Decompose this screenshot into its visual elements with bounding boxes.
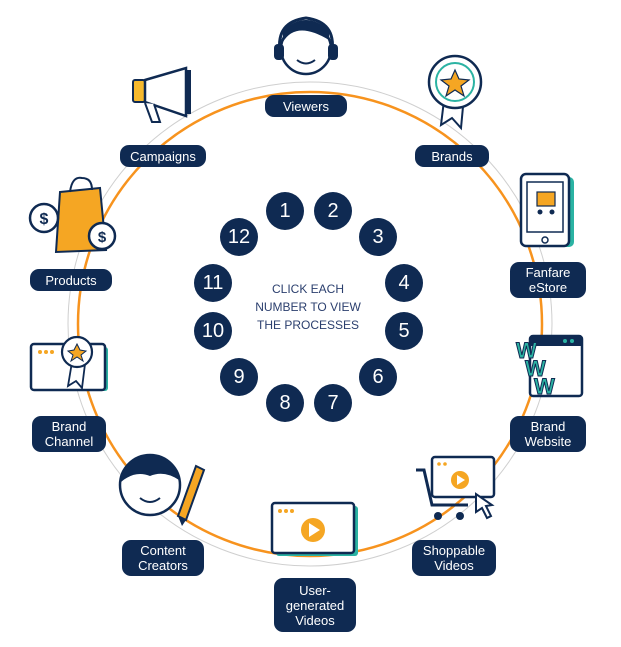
svg-text:W: W	[516, 338, 537, 363]
step-button-11[interactable]: 11	[194, 264, 232, 302]
node-shoppable-videos-line2: Videos	[434, 558, 474, 573]
step-button-8[interactable]: 8	[266, 384, 304, 422]
node-user-generated-videos-line3: Videos	[295, 612, 335, 628]
channel-badge-icon[interactable]	[29, 335, 108, 392]
node-brand-website-line2: Website	[524, 434, 572, 449]
node-campaigns[interactable]: Campaigns	[120, 145, 206, 167]
shopping-bag-icon[interactable]: $ $	[28, 176, 117, 254]
step-button-1[interactable]: 1	[266, 192, 304, 230]
node-shoppable-videos[interactable]: Shoppable Videos	[412, 540, 496, 576]
node-user-generated-videos-line2: generated	[285, 597, 345, 613]
center-instruction: CLICK EACH NUMBER TO VIEW THE PROCESSES	[238, 280, 378, 334]
node-fanfare-estore[interactable]: Fanfare eStore	[510, 262, 586, 298]
node-brand-channel-line1: Brand	[51, 419, 87, 434]
node-shoppable-videos-line1: Shoppable	[422, 543, 486, 558]
headphones-face-icon[interactable]	[274, 16, 338, 76]
megaphone-icon[interactable]	[132, 66, 191, 123]
center-instruction-line1: CLICK EACH	[271, 282, 345, 296]
node-fanfare-estore-line2: eStore	[528, 280, 568, 295]
cart-video-icon[interactable]	[416, 455, 496, 520]
phone-cart-icon[interactable]	[519, 172, 574, 248]
node-brands[interactable]: Brands	[415, 145, 489, 167]
center-instruction-line3: THE PROCESSES	[256, 318, 360, 332]
node-content-creators[interactable]: Content Creators	[122, 540, 204, 576]
step-button-3[interactable]: 3	[359, 218, 397, 256]
outer-ring	[67, 81, 553, 567]
node-campaigns-label: Campaigns	[130, 148, 196, 164]
svg-text:$: $	[40, 211, 49, 228]
node-brand-website[interactable]: Brand Website	[510, 416, 586, 452]
step-button-7[interactable]: 7	[314, 384, 352, 422]
www-browser-icon[interactable]: W W W	[516, 334, 584, 400]
step-button-2[interactable]: 2	[314, 192, 352, 230]
center-instruction-line2: NUMBER TO VIEW	[255, 300, 361, 314]
step-button-4[interactable]: 4	[385, 264, 423, 302]
node-brand-website-line1: Brand	[530, 419, 566, 434]
creator-pen-icon[interactable]	[118, 453, 206, 526]
step-button-9[interactable]: 9	[220, 358, 258, 396]
node-user-generated-videos[interactable]: User- generated Videos	[274, 578, 356, 632]
node-viewers[interactable]: Viewers	[265, 95, 347, 117]
node-viewers-label: Viewers	[282, 98, 329, 114]
video-player-icon[interactable]	[270, 501, 358, 556]
node-content-creators-line1: Content	[140, 543, 186, 558]
node-brands-label: Brands	[431, 148, 473, 164]
node-brand-channel[interactable]: Brand Channel	[32, 416, 106, 452]
step-button-12[interactable]: 12	[220, 218, 258, 256]
node-products-label: Products	[45, 272, 97, 288]
award-badge-icon[interactable]	[427, 54, 483, 131]
node-brand-channel-line2: Channel	[44, 434, 94, 449]
node-fanfare-estore-line1: Fanfare	[525, 265, 571, 280]
svg-text:W: W	[525, 356, 546, 381]
step-button-5[interactable]: 5	[385, 312, 423, 350]
svg-text:W: W	[534, 374, 555, 399]
node-user-generated-videos-line1: User-	[299, 582, 331, 598]
step-button-10[interactable]: 10	[194, 312, 232, 350]
node-content-creators-line2: Creators	[138, 558, 188, 573]
svg-text:$: $	[98, 229, 107, 246]
node-products[interactable]: Products	[30, 269, 112, 291]
step-button-6[interactable]: 6	[359, 358, 397, 396]
